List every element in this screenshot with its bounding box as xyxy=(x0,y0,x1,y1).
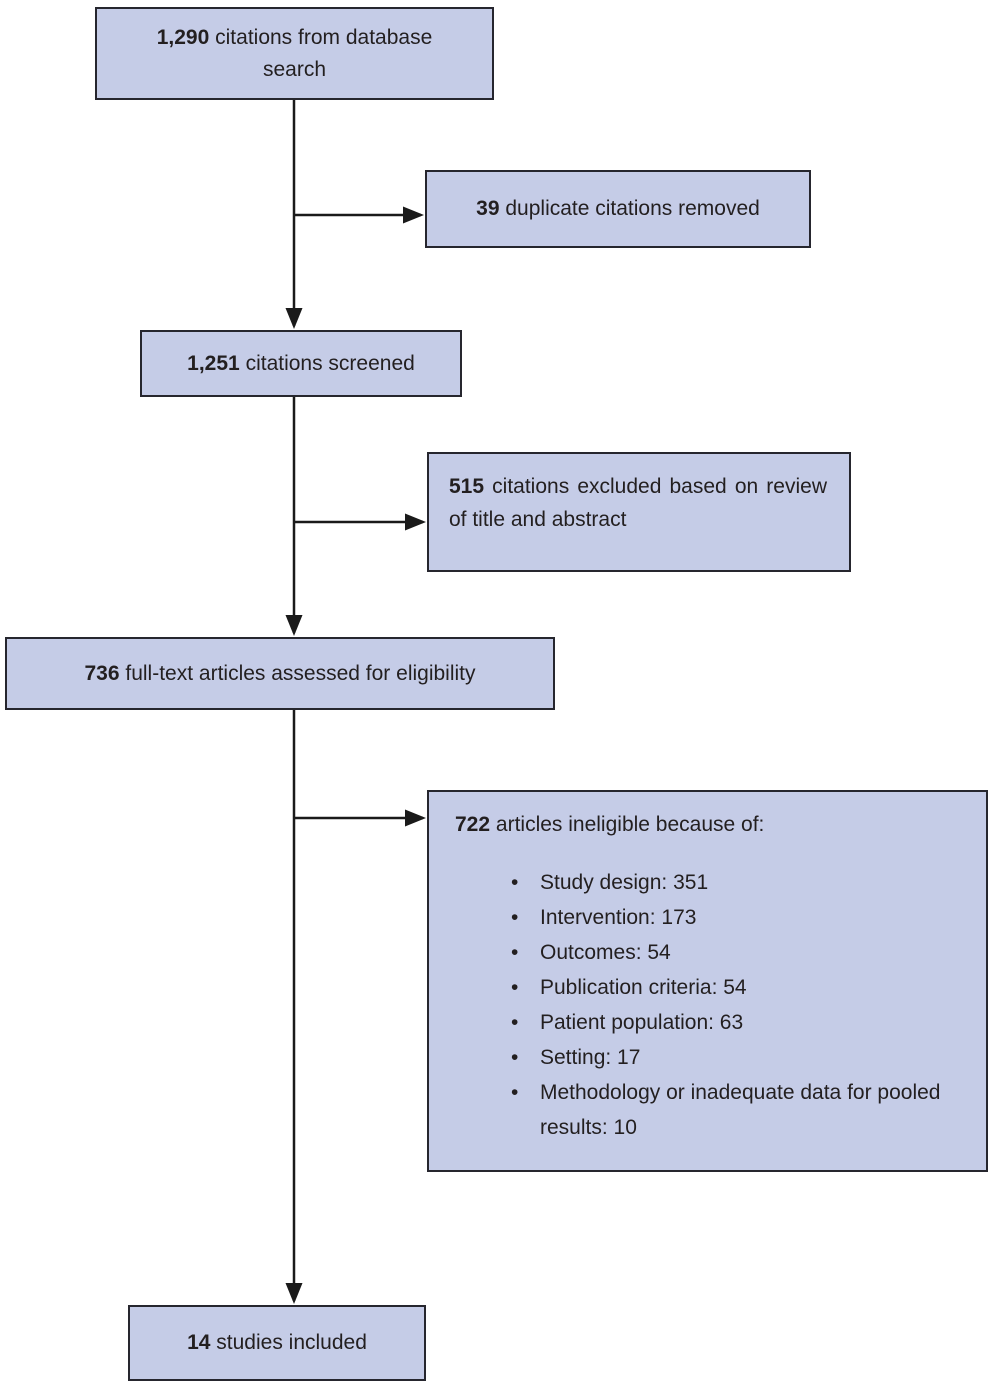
flow-box-database-search: 1,290 citations from database search xyxy=(95,7,494,100)
box-text: 14 studies included xyxy=(187,1327,367,1359)
ineligible-reason: Intervention: 173 xyxy=(511,900,966,935)
box-count: 39 xyxy=(476,197,500,221)
box-label: citations from database search xyxy=(215,26,433,81)
flow-box-studies-included: 14 studies included xyxy=(128,1305,426,1381)
box-count: 736 xyxy=(84,661,120,685)
box-count: 1,251 xyxy=(187,351,240,375)
box-label: full-text articles assessed for eligibil… xyxy=(125,661,476,685)
box-label: studies included xyxy=(216,1331,367,1355)
box-label: citations screened xyxy=(245,351,415,375)
ineligible-reason: Methodology or inadequate data for poole… xyxy=(511,1075,966,1145)
box-text: 1,290 citations from database search xyxy=(125,22,464,85)
box-label: citations excluded based on review of ti… xyxy=(449,475,827,531)
box-label: articles ineligible because of: xyxy=(495,813,765,836)
box-count: 515 xyxy=(449,475,485,498)
flow-box-fulltext-assessed: 736 full-text articles assessed for elig… xyxy=(5,637,555,710)
ineligible-reason: Patient population: 63 xyxy=(511,1005,966,1040)
ineligible-reason: Outcomes: 54 xyxy=(511,935,966,970)
ineligible-reason: Setting: 17 xyxy=(511,1040,966,1075)
box-count: 722 xyxy=(455,813,491,836)
flow-box-excluded-title-abstract: 515 citations excluded based on review o… xyxy=(427,452,851,572)
ineligible-reason: Publication criteria: 54 xyxy=(511,970,966,1005)
flow-box-duplicates-removed: 39 duplicate citations removed xyxy=(425,170,811,248)
ineligible-reason: Study design: 351 xyxy=(511,865,966,900)
box-label: duplicate citations removed xyxy=(505,197,760,221)
box-text: 1,251 citations screened xyxy=(187,348,415,380)
flow-box-articles-ineligible: 722 articles ineligible because of: Stud… xyxy=(427,790,988,1172)
box-count: 1,290 xyxy=(156,26,210,49)
flow-box-citations-screened: 1,251 citations screened xyxy=(140,330,462,397)
box-text: 39 duplicate citations removed xyxy=(476,193,760,225)
box-count: 14 xyxy=(187,1331,211,1355)
ineligible-reasons-list: Study design: 351 Intervention: 173 Outc… xyxy=(511,865,966,1145)
box-text: 722 articles ineligible because of: xyxy=(455,807,966,842)
box-text: 736 full-text articles assessed for elig… xyxy=(84,658,475,690)
